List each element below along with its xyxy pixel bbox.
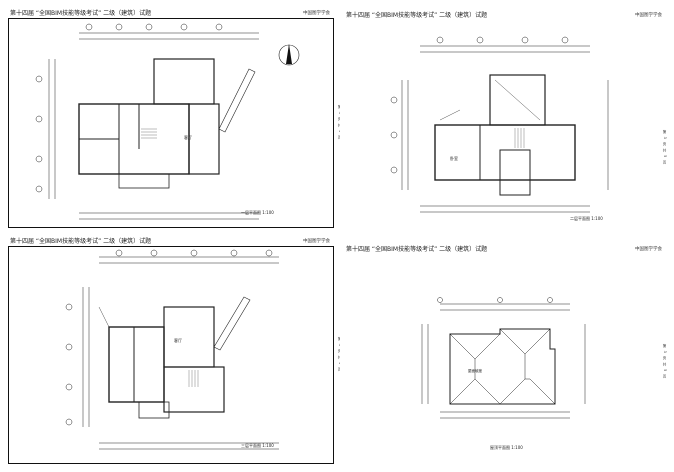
sheet-4: 第十四届 “全国BIM技能等级考试” 二级（建筑）试题 中国图学学会 <box>340 240 670 468</box>
sheet-2-org: 中国图学学会 <box>635 13 662 18</box>
svg-text:客厅: 客厅 <box>184 134 192 140</box>
sheet-2: 第十四届 “全国BIM技能等级考试” 二级（建筑）试题 中国图学学会 卧室 二层… <box>340 6 670 228</box>
floor-plan-1: 客厅 一层平面图 1:100 <box>35 23 300 220</box>
sheet-1-frame: 客厅 一层平面图 1:100 第 3 页 共 5 页 <box>8 18 342 228</box>
sheet-1-org: 中国图学学会 <box>303 11 330 16</box>
sheet-3-org: 中国图学学会 <box>303 239 330 244</box>
sheet-3-title: 第十四届 “全国BIM技能等级考试” 二级（建筑）试题 <box>10 238 152 245</box>
svg-text:卧室: 卧室 <box>450 155 458 161</box>
floor-plan-2: 卧室 二层平面图 1:100 <box>390 36 609 221</box>
sheet-3: 第十四届 “全国BIM技能等级考试” 二级（建筑）试题 中国图学学会 客厅 三层… <box>8 234 342 466</box>
plan-label-4: 屋顶平面图 1:100 <box>490 444 523 450</box>
sheet-4-frame: 屋面坡度 屋顶平面图 1:100 第 3 页 共 5 页 <box>340 254 668 468</box>
sheet-3-frame: 客厅 三层平面图 1:100 第 3 页 共 5 页 <box>8 246 342 464</box>
svg-text:屋面坡度: 屋面坡度 <box>468 368 482 373</box>
roof-plan: 屋面坡度 屋顶平面图 1:100 <box>421 297 586 450</box>
sheet-4-org: 中国图学学会 <box>635 247 662 252</box>
sheet-1-title: 第十四届 “全国BIM技能等级考试” 二级（建筑）试题 <box>10 10 152 17</box>
side-stamp-4: 第 3 页 共 5 页 <box>663 344 667 380</box>
svg-text:客厅: 客厅 <box>174 337 182 343</box>
sheet-2-title: 第十四届 “全国BIM技能等级考试” 二级（建筑）试题 <box>346 12 488 19</box>
plan-label-2: 二层平面图 1:100 <box>570 215 603 221</box>
plan-label-1: 一层平面图 1:100 <box>241 209 274 215</box>
side-stamp-2: 第 3 页 共 5 页 <box>663 130 667 166</box>
plan-label-3: 三层平面图 1:100 <box>241 442 274 448</box>
sheet-2-frame: 卧室 二层平面图 1:100 第 3 页 共 5 页 <box>340 20 668 228</box>
sheet-4-title: 第十四届 “全国BIM技能等级考试” 二级（建筑）试题 <box>346 246 488 253</box>
sheet-1: 第十四届 “全国BIM技能等级考试” 二级（建筑）试题 中国图学学会 <box>8 6 342 228</box>
floor-plan-3: 客厅 三层平面图 1:100 <box>65 249 279 450</box>
